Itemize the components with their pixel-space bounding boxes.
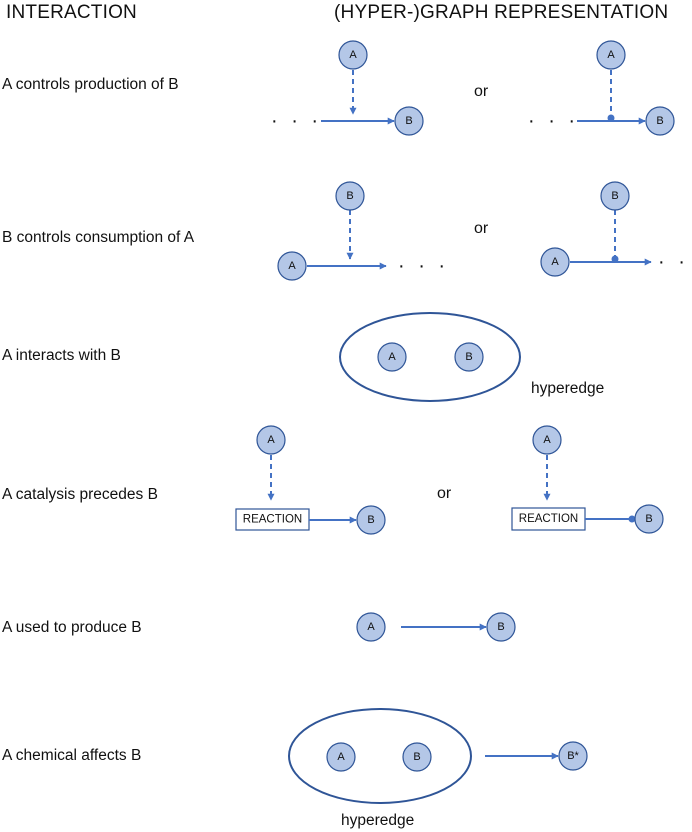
node-b: B [402, 742, 432, 772]
svg-text:A: A [543, 434, 551, 446]
row-2-diagram-left: · · · B A [277, 181, 449, 281]
hyperedge-ellipse [339, 312, 521, 402]
row-label-chemical-affects: A chemical affects B [2, 747, 142, 764]
reaction-label: REACTION [243, 514, 302, 526]
svg-text:B: B [656, 115, 663, 127]
svg-text:B: B [465, 351, 472, 363]
node-a: A [532, 425, 562, 455]
node-a: A [338, 40, 368, 70]
svg-text:B: B [645, 513, 652, 525]
or-connector: or [474, 220, 489, 237]
svg-text:B: B [367, 514, 374, 526]
ellipsis-mark: · · · [528, 110, 579, 132]
node-a: A [277, 251, 307, 281]
representation-column-header: (HYPER-)GRAPH REPRESENTATION [334, 2, 669, 23]
hyperedge-label: hyperedge [341, 812, 414, 829]
node-a: A [540, 247, 570, 277]
node-b: B [634, 504, 664, 534]
node-b: B [600, 181, 630, 211]
svg-text:A: A [607, 49, 615, 61]
row-6-diagram: A B B* hyperedge [288, 708, 588, 829]
row-1-diagram-right: · · · A B [528, 40, 675, 136]
node-b-star: B* [558, 741, 588, 771]
svg-text:A: A [267, 434, 275, 446]
row-2-diagram-right: · · · B A [540, 181, 692, 277]
row-label-catalysis-precedes: A catalysis precedes B [2, 486, 158, 503]
node-b: B [486, 612, 516, 642]
or-connector: or [437, 485, 452, 502]
node-a: A [256, 425, 286, 455]
hyperedge-label: hyperedge [531, 380, 604, 397]
svg-text:A: A [288, 260, 296, 272]
precedes-dot-end [628, 515, 636, 523]
node-a: A [326, 742, 356, 772]
control-dot-end [607, 114, 615, 122]
row-1-diagram-left: · · · A B [271, 40, 424, 136]
interaction-column-header: INTERACTION [6, 2, 137, 23]
svg-text:A: A [367, 621, 375, 633]
node-b: B [454, 342, 484, 372]
node-a: A [356, 612, 386, 642]
row-3-diagram: A B hyperedge [339, 312, 604, 402]
reaction-label: REACTION [519, 513, 578, 525]
svg-text:B: B [405, 115, 412, 127]
svg-text:A: A [388, 351, 396, 363]
svg-text:B: B [611, 190, 618, 202]
row-4-diagram-right: A REACTION B [511, 425, 664, 534]
svg-text:A: A [349, 49, 357, 61]
hyperedge-ellipse [288, 708, 472, 804]
row-4-diagram-left: A REACTION B [235, 425, 386, 535]
svg-text:A: A [551, 256, 559, 268]
svg-text:B: B [346, 190, 353, 202]
ellipsis-mark: · · · [271, 110, 322, 132]
node-a: A [377, 342, 407, 372]
node-b: B [335, 181, 365, 211]
node-a: A [596, 40, 626, 70]
svg-text:B: B [497, 621, 504, 633]
row-label-used-to-produce: A used to produce B [2, 619, 142, 636]
node-b: B [356, 505, 386, 535]
ellipsis-mark: · · · [658, 251, 692, 273]
row-label-interacts-with: A interacts with B [2, 347, 121, 364]
row-label-controls-production: A controls production of B [2, 76, 179, 93]
node-b: B [394, 106, 424, 136]
row-5-diagram: A B [356, 612, 516, 642]
row-label-controls-consumption: B controls consumption of A [2, 229, 195, 246]
control-dot-end [611, 255, 619, 263]
svg-text:A: A [337, 751, 345, 763]
svg-text:B: B [413, 751, 420, 763]
node-b: B [645, 106, 675, 136]
svg-text:B*: B* [567, 750, 579, 762]
ellipsis-mark: · · · [398, 255, 449, 277]
or-connector: or [474, 83, 489, 100]
